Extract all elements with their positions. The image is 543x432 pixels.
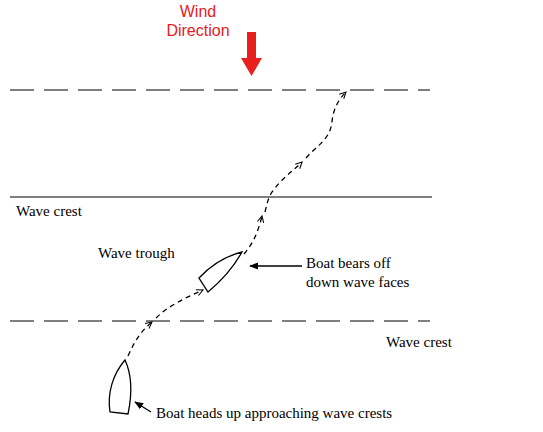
wave-trough-line [10, 320, 430, 321]
callout-note: Boat heads up approaching wave crests [156, 404, 536, 423]
boat-course [128, 92, 346, 356]
wave-trough-label: Wave trough [98, 244, 218, 263]
wave-crest-line [10, 196, 432, 197]
boat [109, 360, 130, 414]
wind-arrow [241, 32, 262, 76]
callout-note: Boat bears off down wave faces [306, 254, 424, 292]
leader-arrow [250, 265, 302, 266]
wind-label: Wind Direction [158, 2, 238, 40]
boat [199, 252, 242, 292]
wave-crest-label: Wave crest [16, 202, 136, 221]
leader-arrow [135, 402, 151, 412]
wave-trough-line [10, 89, 430, 90]
wave-crest-label: Wave crest [386, 333, 496, 352]
